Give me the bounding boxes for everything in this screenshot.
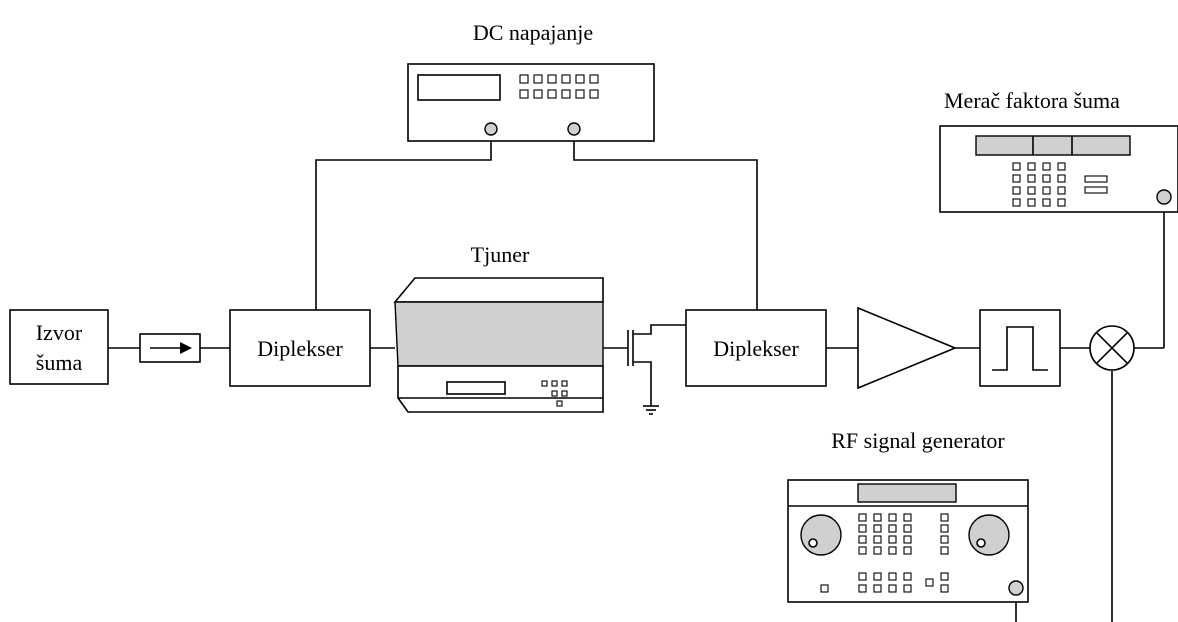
ground-icon: [643, 405, 659, 415]
rf-generator-knob-right: [968, 514, 1010, 556]
dc-supply-keypad: [519, 74, 599, 99]
diplexer-left: Diplekser: [229, 309, 371, 387]
diplexer-right: Diplekser: [685, 309, 827, 387]
noise-source-label-line1: Izvor: [36, 320, 83, 345]
mixer-cross-circle-icon: [1089, 325, 1135, 371]
arrow-right-icon: [150, 342, 192, 354]
dc-supply-display: [417, 74, 501, 101]
dc-output-terminal-2: [567, 122, 581, 136]
noise-figure-meter-display: [975, 135, 1131, 156]
tuner-display: [446, 381, 506, 395]
rf-generator-knob-left: [800, 514, 842, 556]
rf-generator-display: [857, 483, 957, 503]
diplexer-right-label: Diplekser: [713, 336, 799, 361]
tuner: Tjuner: [393, 242, 604, 413]
dc-supply: DC napajanje: [407, 20, 655, 142]
diplexer-left-label: Diplekser: [257, 336, 343, 361]
noise-figure-meter-keypad: [1012, 162, 1108, 207]
triangle-amplifier-icon: [857, 306, 958, 390]
connection-wires: [108, 129, 1165, 622]
noise-figure-meter-input: [1156, 189, 1172, 205]
noise-figure-meter-label: Merač faktora šuma: [944, 88, 1120, 113]
fet-transistor-icon: [627, 324, 686, 415]
isolator: [139, 333, 201, 363]
noise-source-label-line2: šuma: [36, 350, 83, 375]
rf-generator-output: [1008, 580, 1024, 596]
bandpass-filter-icon: [979, 309, 1061, 387]
dc-output-terminal-1: [484, 122, 498, 136]
rf-generator-keypad: [820, 513, 949, 593]
dc-supply-label: DC napajanje: [473, 20, 593, 45]
tuner-label: Tjuner: [471, 242, 530, 267]
tuner-keypad: [541, 380, 568, 407]
rf-signal-generator: RF signal generator: [787, 428, 1029, 603]
rf-generator-label: RF signal generator: [831, 428, 1005, 453]
noise-figure-meter: Merač faktora šuma: [939, 88, 1178, 213]
noise-source: Izvor šuma: [9, 309, 109, 385]
